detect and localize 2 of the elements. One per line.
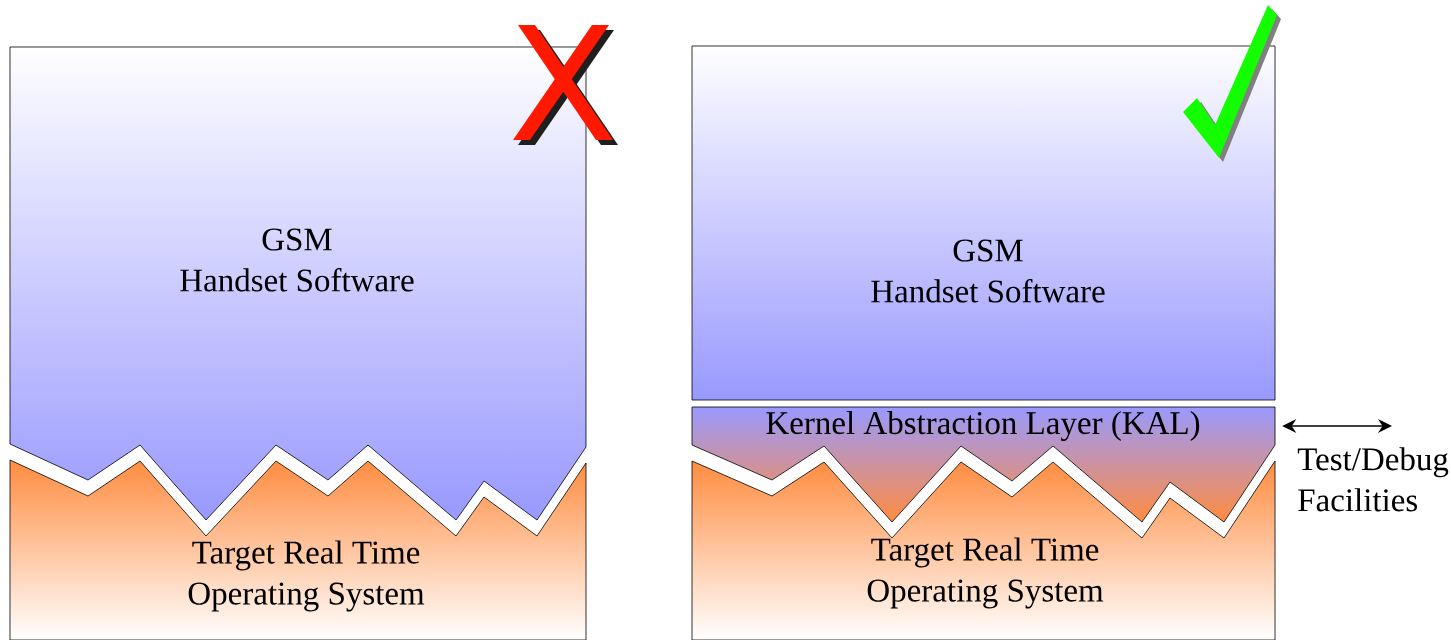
side-label: Test/Debug Facilities [1297, 447, 1449, 512]
software-layer: GSM Handset Software [691, 45, 1276, 401]
